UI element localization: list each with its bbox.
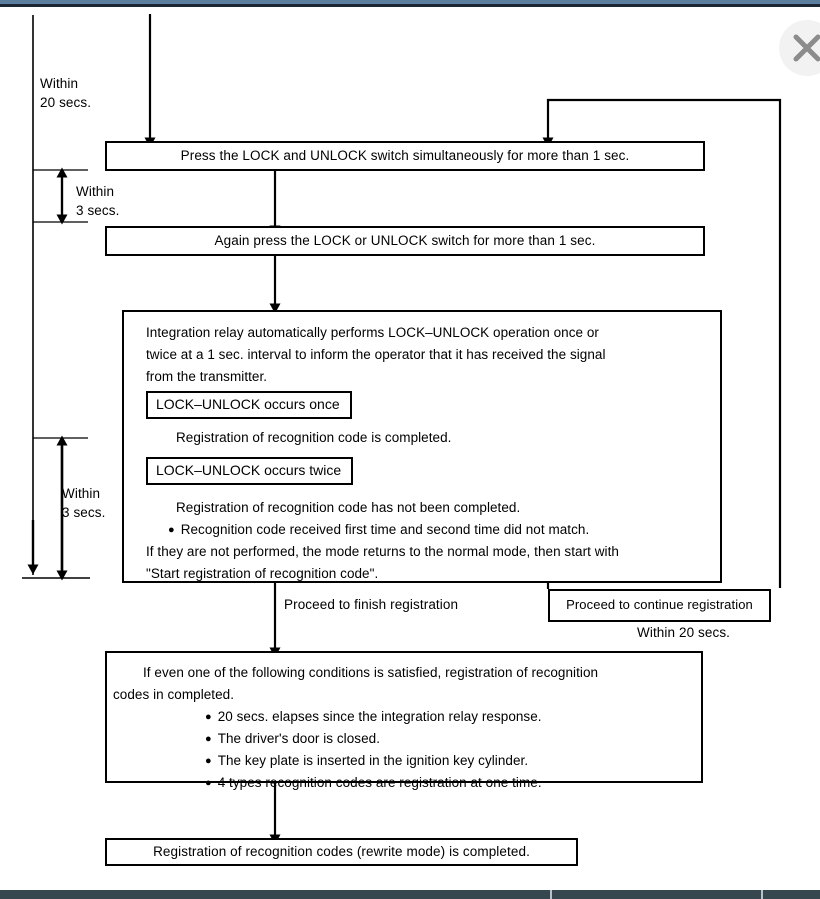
relay-footer-line-2: "Start registration of recognition code"… [146,566,379,581]
case-lock-unlock-once[interactable]: LOCK–UNLOCK occurs once [146,391,352,419]
step-registration-completed-label: Registration of recognition codes (rewri… [153,844,530,860]
step-press-lock-unlock[interactable]: Press the LOCK and UNLOCK switch simulta… [105,141,705,171]
relay-footer-line-1: If they are not performed, the mode retu… [146,544,619,559]
timing-label-within-20-secs-return: Within 20 secs. [637,625,731,640]
bottombar-divider-1 [550,890,552,899]
case-lock-unlock-twice-label: LOCK–UNLOCK occurs twice [156,462,342,478]
integration-relay-block[interactable]: Integration relay automatically performs… [122,310,722,583]
condition-item: ● The key plate is inserted in the igniti… [205,750,691,772]
close-icon [790,31,820,65]
relay-intro: Integration relay automatically performs… [146,322,706,388]
case-twice-bullet-text: Recognition code received first time and… [180,522,590,537]
case-lock-unlock-twice[interactable]: LOCK–UNLOCK occurs twice [146,457,354,485]
conditions-intro-line-2: codes in completed. [113,687,235,702]
bullet-glyph-icon: ● [205,733,212,745]
window-topbar [0,0,820,7]
step-press-lock-unlock-label: Press the LOCK and UNLOCK switch simulta… [180,148,630,164]
finish-conditions-block[interactable]: If even one of the following conditions … [105,651,703,790]
conditions-intro-line-1: If even one of the following conditions … [143,665,599,680]
relay-intro-line-1: Integration relay automatically performs… [146,325,599,340]
relay-intro-line-3: from the transmitter. [146,369,268,384]
case-once-result: Registration of recognition code is comp… [176,430,452,445]
conditions-intro: If even one of the following conditions … [113,662,691,706]
bottombar-divider-2 [761,890,763,899]
timing-label-within-3-secs-top: Within 3 secs. [76,184,120,218]
condition-item: ● 20 secs. elapses since the integration … [205,706,691,728]
branch-label-continue: Proceed to continue registration [566,597,753,613]
timing-label-within-20-secs: Within 20 secs. [40,76,92,110]
timing-label-within-3-secs-lower: Within 3 secs. [62,486,106,520]
window-bottombar [0,890,820,899]
condition-item-text: The driver's door is closed. [217,731,380,746]
bullet-glyph-icon: ● [205,711,212,723]
bullet-glyph-icon: ● [205,755,212,767]
bullet-glyph-icon: ● [205,777,212,789]
bullet-glyph-icon: ● [168,524,175,536]
condition-item-text: 20 secs. elapses since the integration r… [217,709,542,724]
step-again-press-lock-unlock[interactable]: Again press the LOCK or UNLOCK switch fo… [105,226,705,256]
condition-item-text: 4 types recognition codes are registrati… [217,775,542,790]
relay-footer: If they are not performed, the mode retu… [146,541,706,585]
condition-item: ● The driver's door is closed. [205,728,691,750]
case-lock-unlock-once-label: LOCK–UNLOCK occurs once [156,396,340,412]
close-button[interactable] [779,20,820,76]
step-again-press-lock-unlock-label: Again press the LOCK or UNLOCK switch fo… [214,233,596,249]
condition-item-text: The key plate is inserted in the ignitio… [217,753,529,768]
step-registration-completed[interactable]: Registration of recognition codes (rewri… [105,838,578,866]
branch-label-finish: Proceed to finish registration [284,597,459,612]
branch-box-continue[interactable]: Proceed to continue registration [548,589,771,622]
relay-intro-line-2: twice at a 1 sec. interval to inform the… [146,347,606,362]
condition-item: ● 4 types recognition codes are registrat… [205,772,691,794]
case-twice-bullet: ● Recognition code received first time an… [168,519,706,541]
case-twice-result: Registration of recognition code has not… [176,500,521,515]
